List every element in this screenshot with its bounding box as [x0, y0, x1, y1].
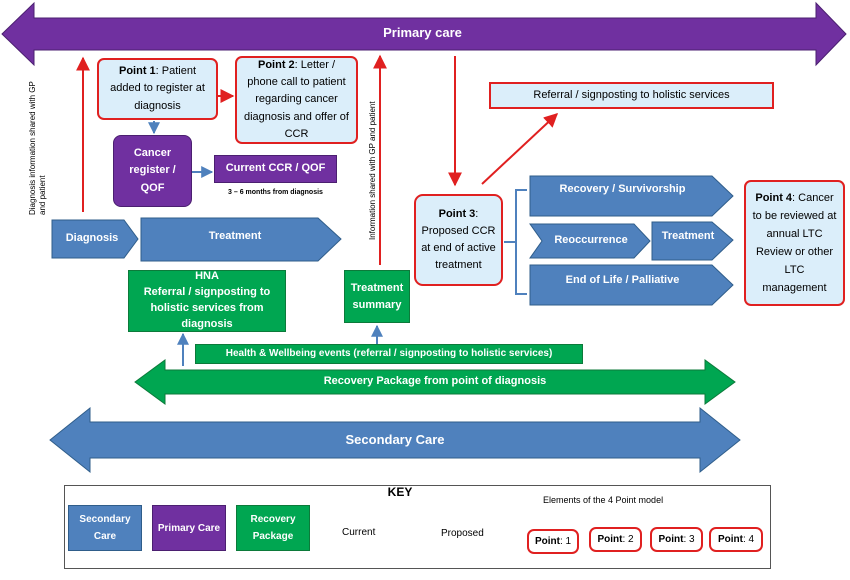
outcomes-brace	[504, 189, 527, 295]
key-point-4-num: : 4	[742, 533, 755, 545]
key-point-1-num: : 1	[559, 535, 572, 547]
point2-text: : Letter / phone call to patient regardi…	[244, 59, 349, 140]
point4-bold: Point 4	[755, 191, 793, 204]
point2-content: Point 2: Letter / phone call to patient …	[243, 57, 350, 142]
key-current-label: Current	[342, 527, 376, 538]
key-point-4-bold: Point	[717, 533, 743, 545]
key-point-2-bold: Point	[597, 533, 623, 545]
info-shared-vertical-text: Information shared with GP and patient	[368, 80, 378, 240]
hna-box: HNA Referral / signposting to holistic s…	[128, 270, 286, 332]
point3-bold: Point 3	[438, 207, 476, 220]
key-point-2-num: : 2	[622, 533, 634, 545]
point3-to-referral-arrow	[481, 113, 559, 185]
point4-content: Point 4: Cancer to be reviewed at annual…	[752, 189, 837, 298]
treatment-summary-label: Treatment summary	[350, 282, 404, 311]
key-recovery-label: Recovery Package	[250, 514, 296, 542]
end-of-life-label: End of Life / Palliative	[565, 274, 680, 286]
point3-box: Point 3: Proposed CCR at end of active t…	[414, 194, 503, 286]
key-title: KEY	[387, 485, 413, 499]
key-point-4-content: Point: 4	[718, 532, 754, 548]
cancer-register-label: Cancer register / QOF	[129, 147, 176, 194]
diagnosis-info-vertical-text: Diagnosis information shared with GP and…	[28, 75, 49, 215]
treatment-summary-box: Treatment summary	[344, 270, 410, 323]
info-shared-text: Information shared with GP and patient	[368, 101, 377, 240]
hna-title: HNA	[195, 270, 219, 283]
secondary-care-label: Secondary Care	[345, 432, 445, 447]
point4-box: Point 4: Cancer to be reviewed at annual…	[744, 180, 845, 306]
key-point-3: Point: 3	[650, 527, 703, 552]
key-secondary-label: Secondary Care	[79, 514, 131, 542]
health-wellbeing-events-box: Health & Wellbeing events (referral / si…	[195, 344, 583, 364]
key-point-2-content: Point: 2	[597, 532, 633, 548]
reoccurrence-treatment-chevron	[651, 221, 734, 261]
point3-text: : Proposed CCR at end of active treatmen…	[421, 207, 496, 272]
key-point-3-bold: Point	[658, 533, 684, 545]
treatment-label: Treatment	[208, 230, 262, 242]
primary-care-label: Primary care	[383, 25, 462, 40]
key-primary-care: Primary Care	[152, 505, 226, 551]
recovery-package-label: Recovery Package from point of diagnosis	[323, 375, 547, 387]
key-point-1: Point: 1	[527, 529, 579, 554]
treatment-chevron	[140, 217, 342, 262]
key-point-3-content: Point: 3	[658, 532, 694, 548]
secondary-care-band	[49, 406, 741, 474]
reoccurrence-chevron	[529, 223, 651, 259]
key-proposed-label: Proposed	[441, 528, 484, 539]
point4-text: : Cancer to be reviewed at annual LTC Re…	[752, 191, 837, 295]
recovery-chevron	[529, 175, 734, 217]
key-secondary-care: Secondary Care	[68, 505, 142, 551]
recovery-survivorship-label: Recovery / Survivorship	[559, 183, 686, 195]
reoccurrence-treatment-label: Treatment	[661, 230, 715, 242]
key-point-1-bold: Point	[534, 535, 560, 547]
end-of-life-chevron	[529, 264, 734, 306]
diagnosis-info-text: Diagnosis information shared with GP and…	[28, 81, 48, 215]
key-recovery-package: Recovery Package	[236, 505, 310, 551]
point3-content: Point 3: Proposed CCR at end of active t…	[421, 206, 496, 274]
point1-box: Point 1: Patient added to register at di…	[97, 58, 218, 120]
referral-box: Referral / signposting to holistic servi…	[489, 82, 774, 109]
key-elements-title: Elements of the 4 Point model	[543, 495, 664, 505]
point2-box: Point 2: Letter / phone call to patient …	[235, 56, 358, 144]
point1-content: Point 1: Patient added to register at di…	[105, 63, 210, 114]
key-primary-label: Primary Care	[157, 522, 221, 534]
key-point-2: Point: 2	[589, 527, 642, 552]
diagnosis-chevron	[51, 219, 139, 259]
reoccurrence-label: Reoccurrence	[554, 234, 628, 246]
current-ccr-box: Current CCR / QOF	[214, 155, 337, 183]
ccr-timing-label: 3 – 6 months from diagnosis	[228, 189, 323, 196]
point1-bold: Point 1	[118, 65, 156, 78]
key-point-1-content: Point: 1	[535, 534, 571, 550]
key-point-4: Point: 4	[709, 527, 763, 552]
primary-care-band	[1, 1, 847, 67]
hna-subtitle: Referral / signposting to holistic servi…	[143, 286, 271, 330]
diagnosis-label: Diagnosis	[65, 232, 119, 244]
point2-bold: Point 2	[257, 59, 295, 72]
recovery-package-band	[134, 359, 736, 405]
point1-text: : Patient added to register at diagnosis	[110, 65, 205, 112]
cancer-register-box: Cancer register / QOF	[113, 135, 192, 207]
key-point-3-num: : 3	[683, 533, 695, 545]
